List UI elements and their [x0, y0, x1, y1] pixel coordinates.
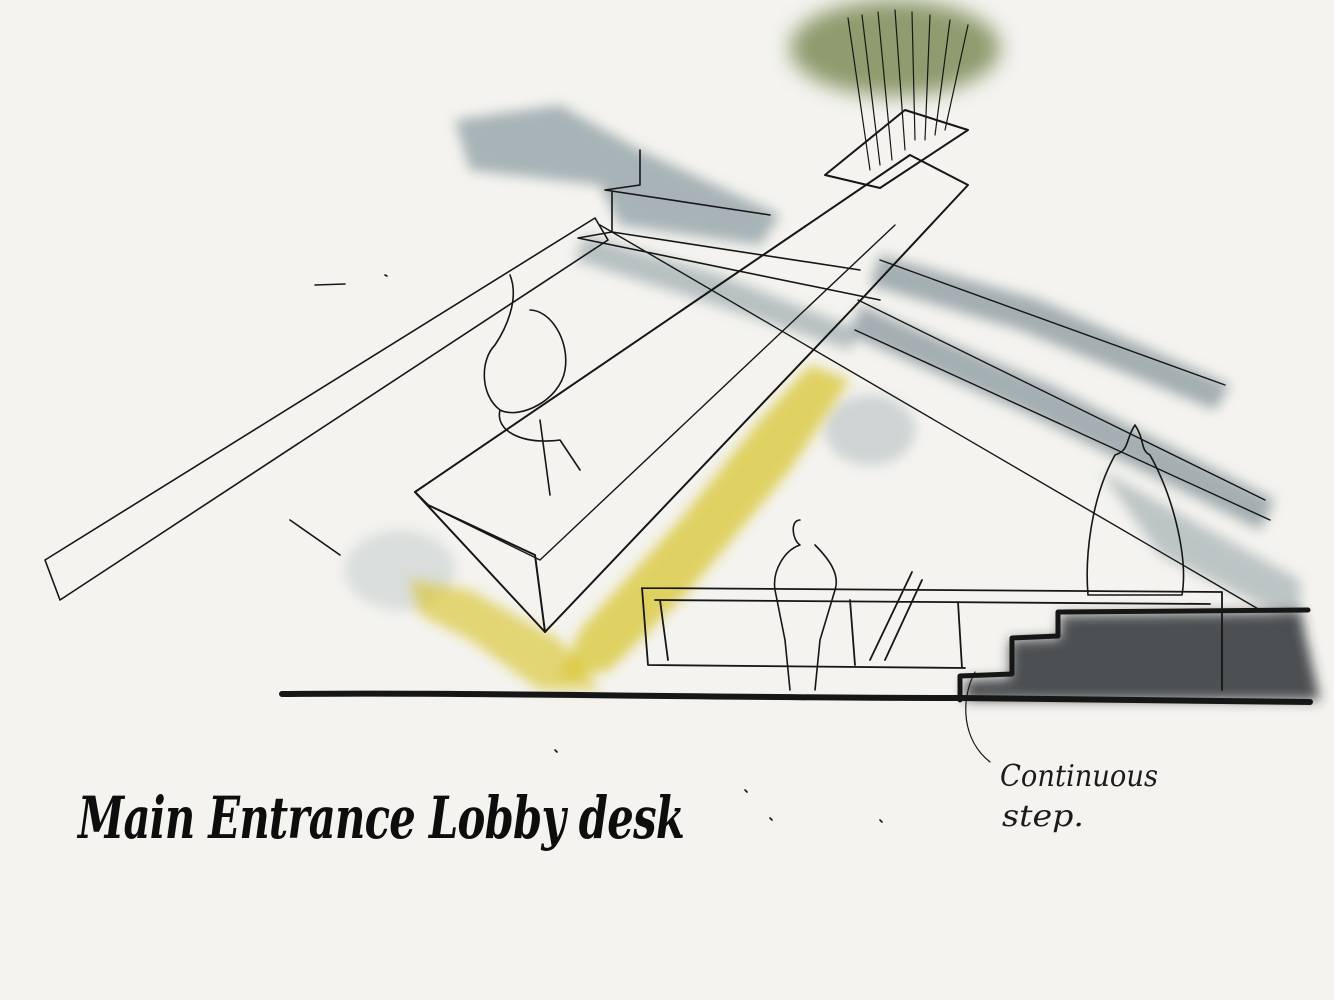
grey-wash-band-3 [575, 235, 860, 350]
green-wash-tree-canopy [790, 0, 1000, 96]
dark-wash-step [965, 612, 1320, 700]
annotation-leader-line [965, 671, 991, 763]
yellow-wash-foot [410, 580, 600, 690]
yellow-wash-light [410, 365, 850, 690]
continuous-step-outline [957, 607, 1311, 703]
desk-slab-top [414, 154, 969, 633]
annotation-line-2: step. [1002, 799, 1084, 834]
yellow-wash-under-desk [560, 365, 850, 680]
grey-wash-band-1 [870, 255, 1230, 410]
grey-wash-top [455, 105, 780, 245]
ink-linework [44, 9, 1313, 823]
floor-line [279, 690, 1313, 705]
sketch-title: Main Entrance Lobby desk [77, 784, 684, 852]
scatter-marks [289, 274, 883, 823]
tree-stems [847, 9, 969, 171]
annotation-line-1: Continuous [1000, 759, 1158, 794]
planter [824, 109, 969, 189]
sketched-figure-seated [483, 274, 581, 496]
desk-slab-edge [427, 224, 896, 561]
dark-wash-continuous-step [965, 612, 1320, 700]
grey-wash-band-4 [1100, 470, 1300, 625]
terrazzo-bench [44, 217, 609, 601]
grey-wash-shadows [345, 105, 1300, 625]
continuous-step-annotation: Continuous step. [1000, 759, 1158, 834]
desk-slab-front-face [414, 491, 546, 633]
green-wash-tree [790, 0, 1000, 96]
perspective-lines [599, 224, 1271, 611]
pendant-lamp [1086, 424, 1185, 596]
grey-wash-right-shadow [825, 395, 915, 465]
reception-counter [641, 571, 1223, 691]
sketched-figure-standing [773, 519, 837, 691]
